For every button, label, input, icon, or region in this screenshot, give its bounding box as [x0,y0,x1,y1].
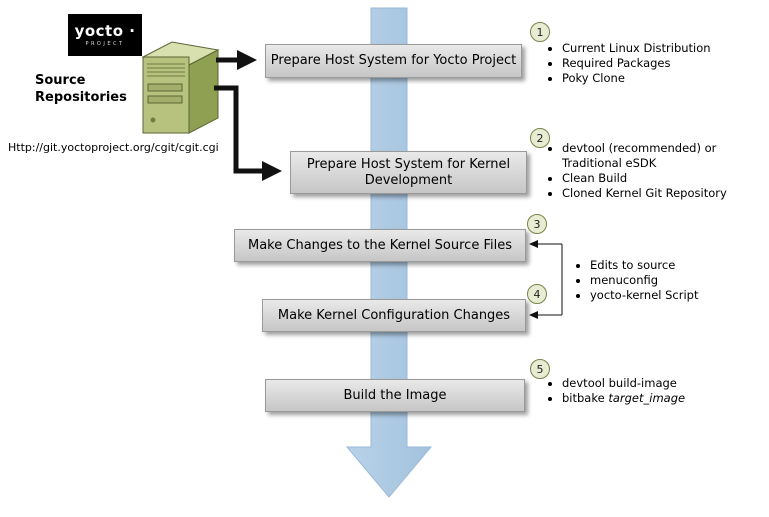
bullet-item: Poky Clone [562,71,762,86]
step-number-2: 2 [530,128,550,148]
step-number-1: 1 [530,22,550,42]
step-box-label: Make Kernel Configuration Changes [277,307,511,323]
step-box-make-config-changes: Make Kernel Configuration Changes [262,299,526,332]
step5-bullet-list: devtool build-image bitbake target_image [548,376,752,406]
bullet-item: Edits to source [590,258,760,273]
source-repositories-url: Http://git.yoctoproject.org/cgit/cgit.cg… [8,141,219,154]
step2-bullet-list: devtool (recommended) or Traditional eSD… [548,141,737,201]
step-box-label: Build the Image [343,387,447,403]
bullet-item: devtool build-image [562,376,752,391]
step-box-label: Prepare Host System for Kernel Developme… [306,156,511,188]
bullet-item: Required Packages [562,56,762,71]
bitbake-target-image-text: target_image [608,391,686,405]
arrow-server-to-step2 [214,85,282,181]
bullet-item: Current Linux Distribution [562,41,762,56]
step-box-label: Make Changes to the Kernel Source Files [248,237,512,253]
bullet-item: devtool (recommended) or Traditional eSD… [562,141,737,171]
yocto-logo: yocto · PROJECT [68,14,142,56]
step-number-3: 3 [527,214,547,234]
server-icon [141,41,220,134]
source-repositories-label: Source Repositories [35,73,127,105]
step1-bullet-list: Current Linux Distribution Required Pack… [548,41,762,86]
step-box-prepare-host-yocto: Prepare Host System for Yocto Project [265,44,522,78]
step-box-prepare-host-kernel: Prepare Host System for Kernel Developme… [290,151,527,194]
bullet-item: Clean Build [562,171,737,186]
steps-3-4-shared-bullet-list: Edits to source menuconfig yocto-kernel … [576,258,760,303]
bullet-item: Cloned Kernel Git Repository [562,186,737,201]
step-number-5: 5 [530,359,550,379]
step-box-label: Prepare Host System for Yocto Project [270,53,517,68]
bullet-item: bitbake target_image [562,391,752,406]
connector-steps-3-4 [529,240,563,319]
bitbake-text: bitbake [562,391,609,405]
yocto-logo-text: yocto · [74,22,136,40]
step-box-make-source-changes: Make Changes to the Kernel Source Files [234,229,526,262]
yocto-logo-subtext: PROJECT [85,41,125,47]
step-number-4: 4 [527,284,547,304]
bullet-item: menuconfig [590,273,760,288]
step-box-build-image: Build the Image [265,379,525,412]
bullet-item: yocto-kernel Script [590,288,760,303]
